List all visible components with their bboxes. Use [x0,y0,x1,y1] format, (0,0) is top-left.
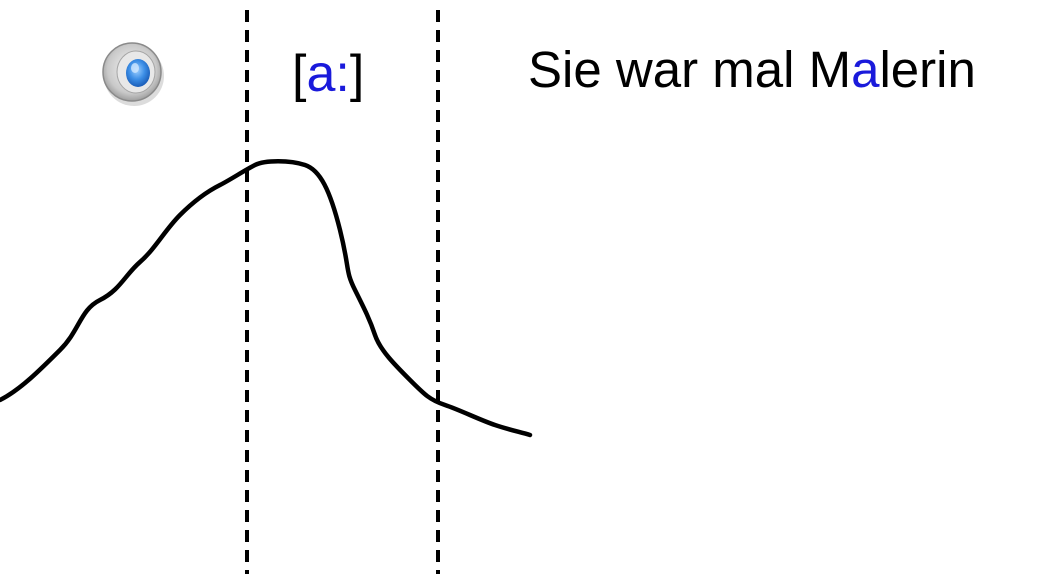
sentence-text-after: lerin [879,41,976,98]
sentence-highlighted-vowel: a [851,41,880,98]
pitch-contour-line [0,159,533,438]
sentence-text-before: Sie war mal M [528,41,852,98]
example-sentence: Sie war mal Malerin [528,40,976,100]
phoneme-label: [a:] [292,44,364,104]
speaker-icon[interactable] [96,30,176,110]
phoneme-open-bracket: [ [292,45,307,103]
phoneme-close-bracket: ] [349,45,365,103]
phoneme-symbol: a: [306,45,350,103]
